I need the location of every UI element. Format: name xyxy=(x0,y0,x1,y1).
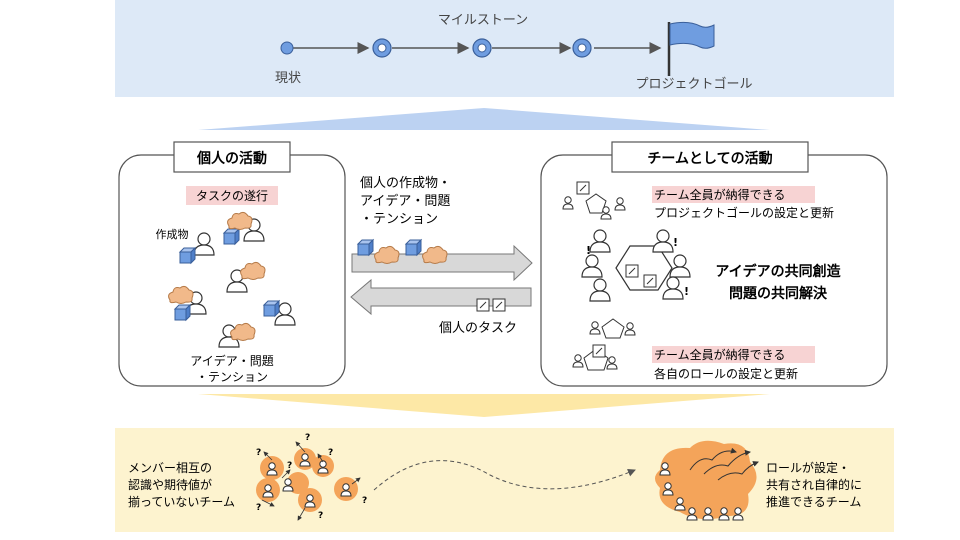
artifact-label: 作成物 xyxy=(156,227,189,241)
milestone-node xyxy=(572,38,592,58)
right-line3: 推進できるチーム xyxy=(766,495,861,509)
task-doc-icon xyxy=(625,264,639,278)
task-doc-icon xyxy=(492,298,506,312)
team-title-box xyxy=(611,141,809,173)
artifact-cube-icon xyxy=(223,228,240,245)
idea-cloud-icon xyxy=(422,245,448,264)
up-line2: アイデア・問題 xyxy=(360,193,450,209)
aligned-team-cluster xyxy=(655,440,759,521)
misaligned-team-cluster: ? ? ? ? ? ? ? xyxy=(256,433,367,521)
idea-cloud-icon xyxy=(374,245,400,264)
top-connector xyxy=(198,108,770,130)
goal-label: プロジェクトゴール xyxy=(635,76,752,92)
artifact-cube-icon xyxy=(405,239,422,256)
transition-arrow xyxy=(373,460,636,491)
left-line2: 認識や期待値が xyxy=(128,477,212,492)
exclamation-icon: ! xyxy=(586,244,591,257)
task-highlight xyxy=(186,186,278,205)
down-label: 個人のタスク xyxy=(439,321,517,336)
consensus1: チーム全員が納得できる xyxy=(654,187,785,202)
role-setting: 各自のロールの設定と更新 xyxy=(654,366,798,381)
bottom-connector xyxy=(198,394,770,417)
center-line2: 問題の共同解決 xyxy=(729,285,828,302)
task-doc-icon xyxy=(476,298,490,312)
left-line3: 揃っていないチーム xyxy=(128,494,235,509)
artifact-cube-icon xyxy=(263,300,280,317)
artifact-cube-icon xyxy=(174,304,191,321)
right-line1: ロールが設定・ xyxy=(766,460,850,475)
question-icon: ? xyxy=(305,433,310,443)
artifact-cube-icon xyxy=(179,247,196,264)
pentagon-icon xyxy=(601,318,625,339)
individual-bottom-line2: ・テンション xyxy=(196,370,268,384)
task-doc-icon xyxy=(576,181,590,195)
question-icon: ? xyxy=(256,448,261,458)
center-line1: アイデアの共同創造 xyxy=(715,263,840,280)
left-line1: メンバー相互の xyxy=(128,461,212,475)
consensus2-highlight xyxy=(652,346,815,363)
question-icon: ? xyxy=(256,503,261,513)
hexagon-icon xyxy=(615,245,673,291)
exclamation-icon: ! xyxy=(684,285,689,298)
task-doc-icon xyxy=(592,344,606,358)
team-title: チームとしての活動 xyxy=(647,150,772,167)
question-icon: ? xyxy=(287,461,292,471)
goal-flag-icon xyxy=(667,21,715,76)
consensus2: チーム全員が納得できる xyxy=(654,347,785,362)
task-label: タスクの遂行 xyxy=(196,189,268,203)
exclamation-icon: ! xyxy=(673,236,678,249)
current-label: 現状 xyxy=(275,71,301,86)
artifact-cube-icon xyxy=(357,239,374,256)
milestone-node xyxy=(472,38,492,58)
individual-title-box xyxy=(173,141,291,173)
current-node xyxy=(280,41,294,55)
question-icon: ? xyxy=(318,511,323,521)
milestone-node xyxy=(372,38,392,58)
goal-setting: プロジェクトゴールの設定と更新 xyxy=(654,205,834,220)
individual-title: 個人の活動 xyxy=(196,150,267,167)
right-line2: 共有され自律的に xyxy=(766,477,862,492)
bottom-band xyxy=(115,428,894,532)
individual-bottom-line1: アイデア・問題 xyxy=(190,353,273,368)
milestone-label: マイルストーン xyxy=(438,13,528,28)
consensus1-highlight xyxy=(652,186,815,203)
question-icon: ? xyxy=(362,496,367,506)
task-doc-icon xyxy=(643,274,657,288)
up-line3: ・テンション xyxy=(360,212,438,227)
question-icon: ? xyxy=(328,448,333,458)
up-line1: 個人の作成物・ xyxy=(360,176,451,191)
